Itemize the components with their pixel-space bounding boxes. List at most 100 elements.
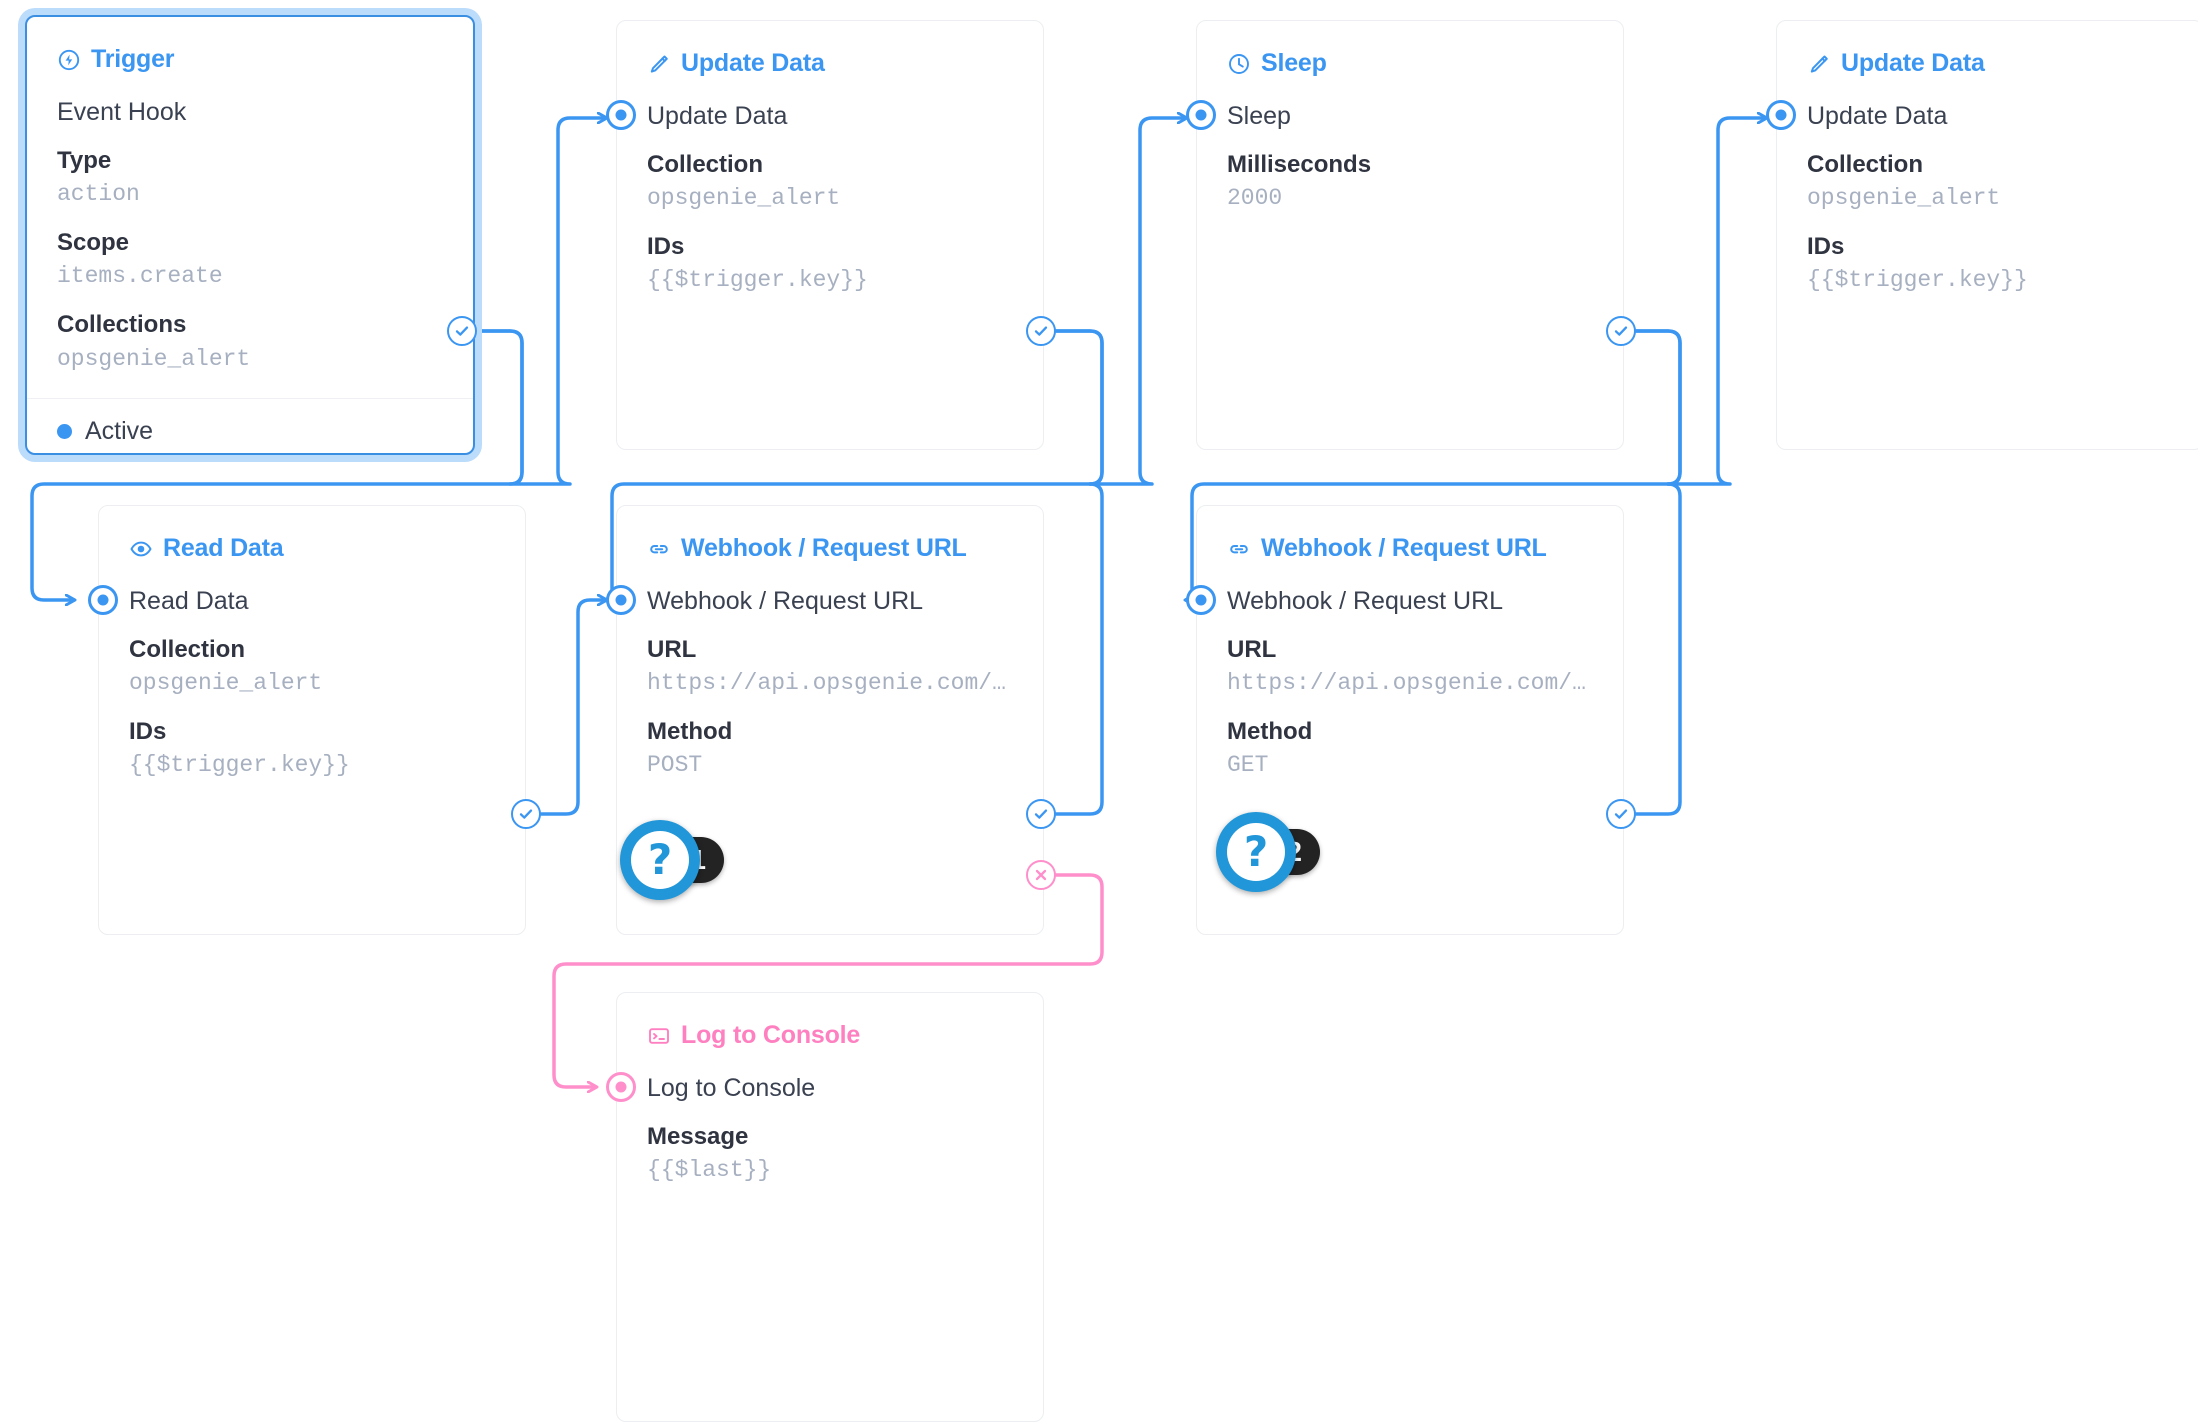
node-log-to-console-header: Log to Console	[647, 1021, 1013, 1050]
eye-icon	[129, 537, 153, 561]
node-webhook-post-header: Webhook / Request URL	[647, 534, 1013, 563]
check-icon	[1614, 809, 1628, 819]
annotation-badge-2[interactable]: 2 ?	[1216, 812, 1320, 892]
field-value: {{$trigger.key}}	[647, 267, 868, 294]
field-label: Scope	[57, 228, 130, 256]
field-label: Milliseconds	[1227, 150, 1372, 178]
field-value: opsgenie_alert	[129, 670, 323, 697]
field-value: {{$trigger.key}}	[1807, 267, 2028, 294]
pencil-icon	[1807, 52, 1831, 76]
node-update-data-2-title: Update Data	[1807, 102, 1948, 130]
field-label: Type	[57, 146, 112, 174]
field-label: URL	[1227, 635, 1277, 663]
node-update-data-2[interactable]: Update Data Update Data Collection opsge…	[1776, 20, 2198, 450]
node-trigger-title: Event Hook	[57, 98, 187, 126]
node-update-data-1-title: Update Data	[647, 102, 788, 130]
resolve-node-trigger[interactable]	[447, 316, 477, 346]
field-url: URL https://api.opsgenie.com/v…	[1227, 633, 1593, 701]
question-mark-glyph: ?	[1227, 823, 1285, 881]
node-read-data-header-label: Read Data	[163, 534, 284, 562]
field-value: https://api.opsgenie.com/v…	[647, 670, 1013, 697]
field-value: opsgenie_alert	[1807, 185, 2001, 212]
field-label: IDs	[647, 232, 685, 260]
field-ids: IDs {{$trigger.key}}	[129, 715, 495, 783]
resolve-node-sleep[interactable]	[1606, 316, 1636, 346]
annotation-badge-1[interactable]: 1 ?	[620, 820, 724, 900]
field-value: GET	[1227, 752, 1269, 779]
field-scope: Scope items.create	[57, 226, 443, 294]
field-label: IDs	[129, 717, 167, 745]
field-label: Collections	[57, 310, 187, 338]
status-dot-icon	[57, 424, 72, 440]
field-label: URL	[647, 635, 697, 663]
input-port-webhook-get[interactable]	[1186, 585, 1216, 615]
node-read-data-title: Read Data	[129, 587, 249, 615]
status-badge: Active	[57, 399, 443, 448]
resolve-node-webhook-get[interactable]	[1606, 799, 1636, 829]
resolve-node-webhook-post[interactable]	[1026, 799, 1056, 829]
node-read-data[interactable]: Read Data Read Data Collection opsgenie_…	[98, 505, 526, 935]
node-trigger[interactable]: Trigger Event Hook Type action Scope ite…	[25, 15, 475, 455]
field-value: items.create	[57, 263, 223, 290]
field-label: Collection	[1807, 150, 1924, 178]
check-icon	[1034, 326, 1048, 336]
input-port-webhook-post[interactable]	[606, 585, 636, 615]
question-mark-icon: ?	[1216, 812, 1296, 892]
field-value: {{$last}}	[647, 1157, 772, 1184]
field-message: Message {{$last}}	[647, 1120, 1013, 1188]
field-collection: Collection opsgenie_alert	[129, 633, 495, 701]
node-sleep[interactable]: Sleep Sleep Milliseconds 2000	[1196, 20, 1624, 450]
field-label: Method	[1227, 717, 1313, 745]
check-icon	[1614, 326, 1628, 336]
field-url: URL https://api.opsgenie.com/v…	[647, 633, 1013, 701]
question-mark-icon: ?	[620, 820, 700, 900]
node-trigger-header: Trigger	[57, 45, 443, 74]
field-value: https://api.opsgenie.com/v…	[1227, 670, 1593, 697]
lightning-circle-icon	[57, 48, 81, 72]
field-label: Collection	[129, 635, 246, 663]
input-port-read-data[interactable]	[88, 585, 118, 615]
node-read-data-header: Read Data	[129, 534, 495, 563]
clock-icon	[1227, 52, 1251, 76]
field-label: Method	[647, 717, 733, 745]
question-mark-glyph: ?	[631, 831, 689, 889]
input-port-sleep[interactable]	[1186, 100, 1216, 130]
link-icon	[1227, 537, 1251, 561]
node-update-data-2-header-label: Update Data	[1841, 49, 1985, 77]
node-sleep-header-label: Sleep	[1261, 49, 1327, 77]
field-value: opsgenie_alert	[57, 345, 251, 372]
node-log-to-console[interactable]: Log to Console Log to Console Message {{…	[616, 992, 1044, 1422]
field-milliseconds: Milliseconds 2000	[1227, 148, 1593, 216]
node-webhook-post-header-label: Webhook / Request URL	[681, 534, 967, 562]
node-update-data-1[interactable]: Update Data Update Data Collection opsge…	[616, 20, 1044, 450]
resolve-node-update-data-1[interactable]	[1026, 316, 1056, 346]
field-method: Method POST	[647, 715, 1013, 783]
status-label: Active	[85, 417, 154, 446]
input-port-update-data-1[interactable]	[606, 100, 636, 130]
pencil-icon	[647, 52, 671, 76]
node-webhook-get-header: Webhook / Request URL	[1227, 534, 1593, 563]
field-value: 2000	[1227, 185, 1283, 212]
node-update-data-1-header: Update Data	[647, 49, 1013, 78]
node-webhook-post-title: Webhook / Request URL	[647, 587, 924, 615]
close-icon	[1035, 869, 1047, 881]
input-port-log-to-console[interactable]	[606, 1072, 636, 1102]
field-value: action	[57, 181, 140, 208]
reject-node-webhook-post[interactable]	[1026, 860, 1056, 890]
node-log-to-console-title: Log to Console	[647, 1074, 816, 1102]
input-port-update-data-2[interactable]	[1766, 100, 1796, 130]
field-collection: Collection opsgenie_alert	[1807, 148, 2173, 216]
link-icon	[647, 537, 671, 561]
field-type: Type action	[57, 144, 443, 212]
field-value: POST	[647, 752, 703, 779]
node-webhook-get-header-label: Webhook / Request URL	[1261, 534, 1547, 562]
field-label: IDs	[1807, 232, 1845, 260]
field-method: Method GET	[1227, 715, 1593, 783]
node-update-data-1-header-label: Update Data	[681, 49, 825, 77]
node-sleep-header: Sleep	[1227, 49, 1593, 78]
resolve-node-read-data[interactable]	[511, 799, 541, 829]
field-label: Message	[647, 1122, 749, 1150]
node-webhook-get-title: Webhook / Request URL	[1227, 587, 1504, 615]
field-ids: IDs {{$trigger.key}}	[1807, 230, 2173, 298]
